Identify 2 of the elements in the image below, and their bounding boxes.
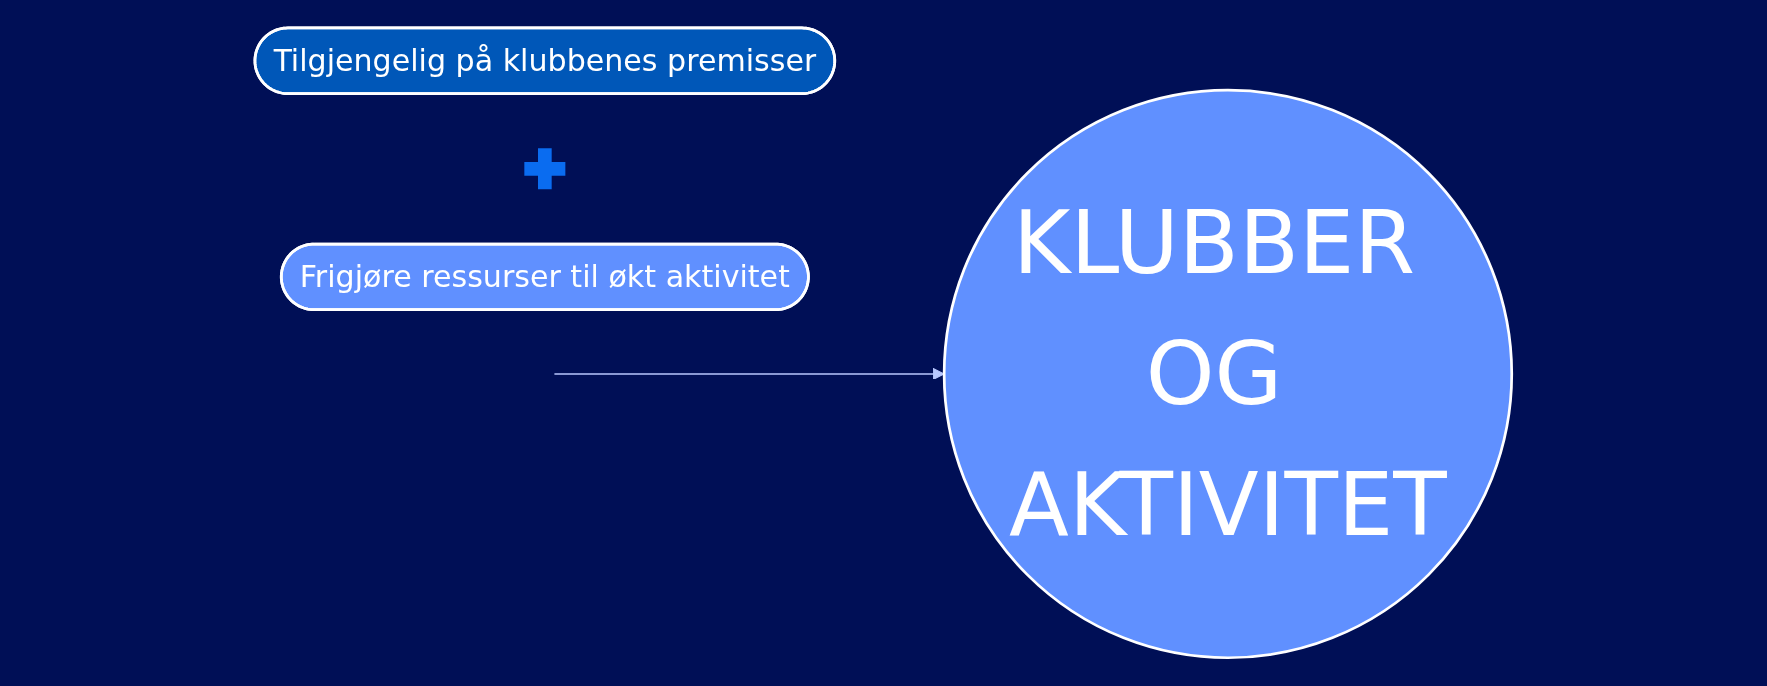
node-circle: KLUBBER OG AKTIVITET — [942, 88, 1514, 660]
arrow — [553, 368, 945, 381]
